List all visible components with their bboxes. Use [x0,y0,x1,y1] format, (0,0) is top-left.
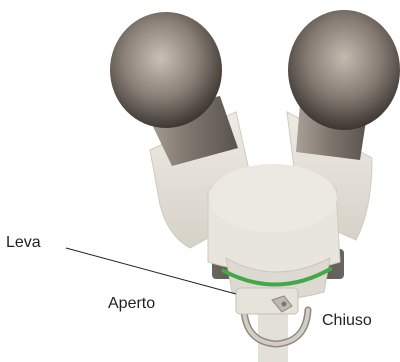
left-eyepiece [110,12,222,128]
closed-label: Chiuso [322,313,372,329]
lever-label: Leva [6,235,41,251]
right-eyepiece [288,10,400,130]
open-label: Aperto [108,296,155,312]
